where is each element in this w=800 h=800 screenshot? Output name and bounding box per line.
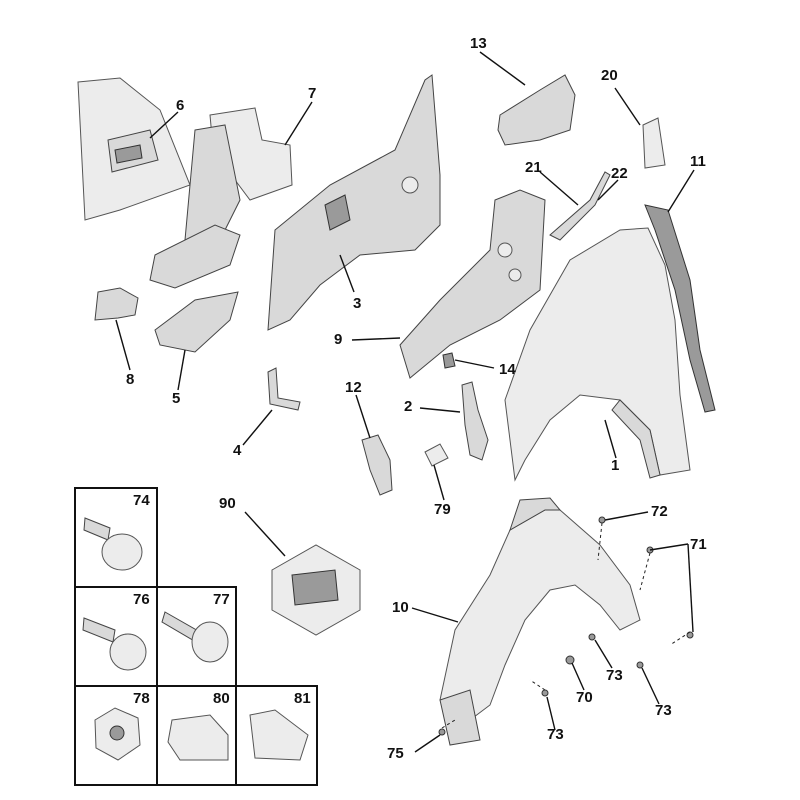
label-13: 13 (470, 35, 487, 52)
label-73-b: 73 (655, 702, 672, 719)
label-72: 72 (651, 503, 668, 520)
part-1-fender (504, 227, 691, 482)
part-8-bracket (94, 287, 139, 321)
fastener-72 (598, 516, 606, 524)
fastener-73b (636, 661, 644, 669)
label-9: 9 (334, 331, 343, 348)
fastener-70 (565, 655, 575, 665)
part-13-bracket (497, 74, 576, 146)
part-9-inner-fender (399, 189, 546, 379)
part-11-seal (644, 204, 716, 413)
box-label-81: 81 (294, 690, 311, 707)
block-81-icon (249, 709, 309, 761)
box-label-77: 77 (213, 591, 230, 608)
part-10-wheel-arch-liner (439, 497, 641, 746)
label-70: 70 (576, 689, 593, 706)
bolt-77-icon (161, 611, 229, 663)
label-71: 71 (690, 536, 707, 553)
fastener-73c (541, 689, 549, 697)
part-79-pad (424, 443, 449, 467)
part-2-bracket (461, 381, 489, 461)
label-5: 5 (172, 390, 181, 407)
box-label-76: 76 (133, 591, 150, 608)
leader-lines (115, 51, 695, 753)
fastener-73a (588, 633, 596, 641)
part-7-inner-structure (149, 107, 293, 289)
nut-78-icon (94, 707, 141, 761)
label-20: 20 (601, 67, 618, 84)
bolt-74-icon (83, 517, 143, 571)
part-21-22-strips (549, 171, 611, 241)
label-14: 14 (499, 361, 516, 378)
part-20-cap (642, 117, 666, 169)
part-5-reinforcement (154, 291, 239, 353)
label-73-c: 73 (547, 726, 564, 743)
fastener-75 (438, 728, 446, 736)
fastener-table (74, 487, 318, 786)
label-7: 7 (308, 85, 317, 102)
label-3: 3 (353, 295, 362, 312)
label-11: 11 (690, 153, 706, 170)
label-4: 4 (233, 442, 242, 459)
part-6-body-context (77, 77, 191, 221)
fasteners (438, 516, 694, 736)
label-75: 75 (387, 745, 404, 762)
label-21: 21 (525, 159, 542, 176)
label-22: 22 (611, 165, 628, 182)
part-90-kit (271, 544, 361, 636)
label-1: 1 (611, 457, 620, 474)
part-3-inner-panel (267, 74, 441, 331)
part-14-clip (442, 352, 456, 369)
box-label-80: 80 (213, 690, 230, 707)
label-90: 90 (219, 495, 236, 512)
box-label-78: 78 (133, 690, 150, 707)
label-12: 12 (345, 379, 362, 396)
label-79: 79 (434, 501, 451, 518)
label-8: 8 (126, 371, 135, 388)
part-12-bracket (361, 434, 393, 496)
box-label-74: 74 (133, 492, 150, 509)
label-10: 10 (392, 599, 409, 616)
bolt-76-icon (82, 617, 147, 671)
label-2: 2 (404, 398, 413, 415)
block-80-icon (167, 714, 229, 761)
label-73-a: 73 (606, 667, 623, 684)
label-6: 6 (176, 97, 185, 114)
part-4-angle-bracket (267, 367, 301, 411)
